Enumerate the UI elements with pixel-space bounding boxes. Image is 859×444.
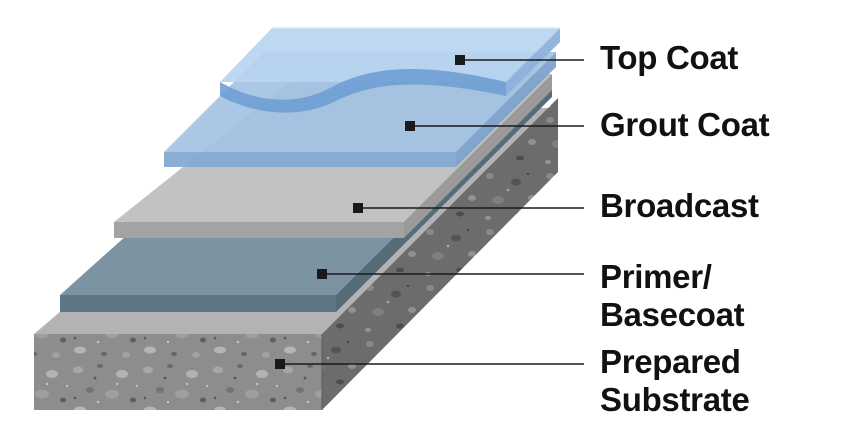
leader-primer-basecoat	[317, 269, 584, 279]
marker-square	[405, 121, 415, 131]
label-line: Substrate	[600, 381, 750, 418]
label-line: Grout Coat	[600, 106, 770, 143]
label-broadcast: Broadcast	[600, 187, 759, 225]
label-line: Prepared	[600, 343, 741, 380]
leader-prepared-substrate	[275, 359, 584, 369]
label-line: Primer/	[600, 258, 712, 295]
leader-grout-coat	[405, 121, 584, 131]
marker-square	[317, 269, 327, 279]
label-line: Broadcast	[600, 187, 759, 224]
marker-square	[455, 55, 465, 65]
grout-side-face	[456, 52, 556, 167]
label-prepared-substrate: Prepared Substrate	[600, 343, 750, 419]
topcoat-side-face	[506, 28, 560, 96]
label-primer-basecoat: Primer/ Basecoat	[600, 258, 745, 334]
substrate-front-face	[34, 334, 322, 410]
leader-broadcast	[353, 203, 584, 213]
primer-front-face	[60, 295, 336, 312]
label-grout-coat: Grout Coat	[600, 106, 770, 144]
label-line: Basecoat	[600, 296, 745, 333]
grout-front-face	[164, 152, 456, 167]
label-top-coat: Top Coat	[600, 39, 738, 77]
topcoat-top-surface	[220, 28, 560, 82]
substrate-side-face	[322, 98, 558, 410]
marker-square	[353, 203, 363, 213]
marker-square	[275, 359, 285, 369]
broadcast-side-face	[404, 74, 552, 238]
label-line: Top Coat	[600, 39, 739, 76]
leader-top-coat	[455, 55, 584, 65]
topcoat-peel-wave	[220, 69, 506, 113]
broadcast-front-face	[114, 222, 404, 238]
